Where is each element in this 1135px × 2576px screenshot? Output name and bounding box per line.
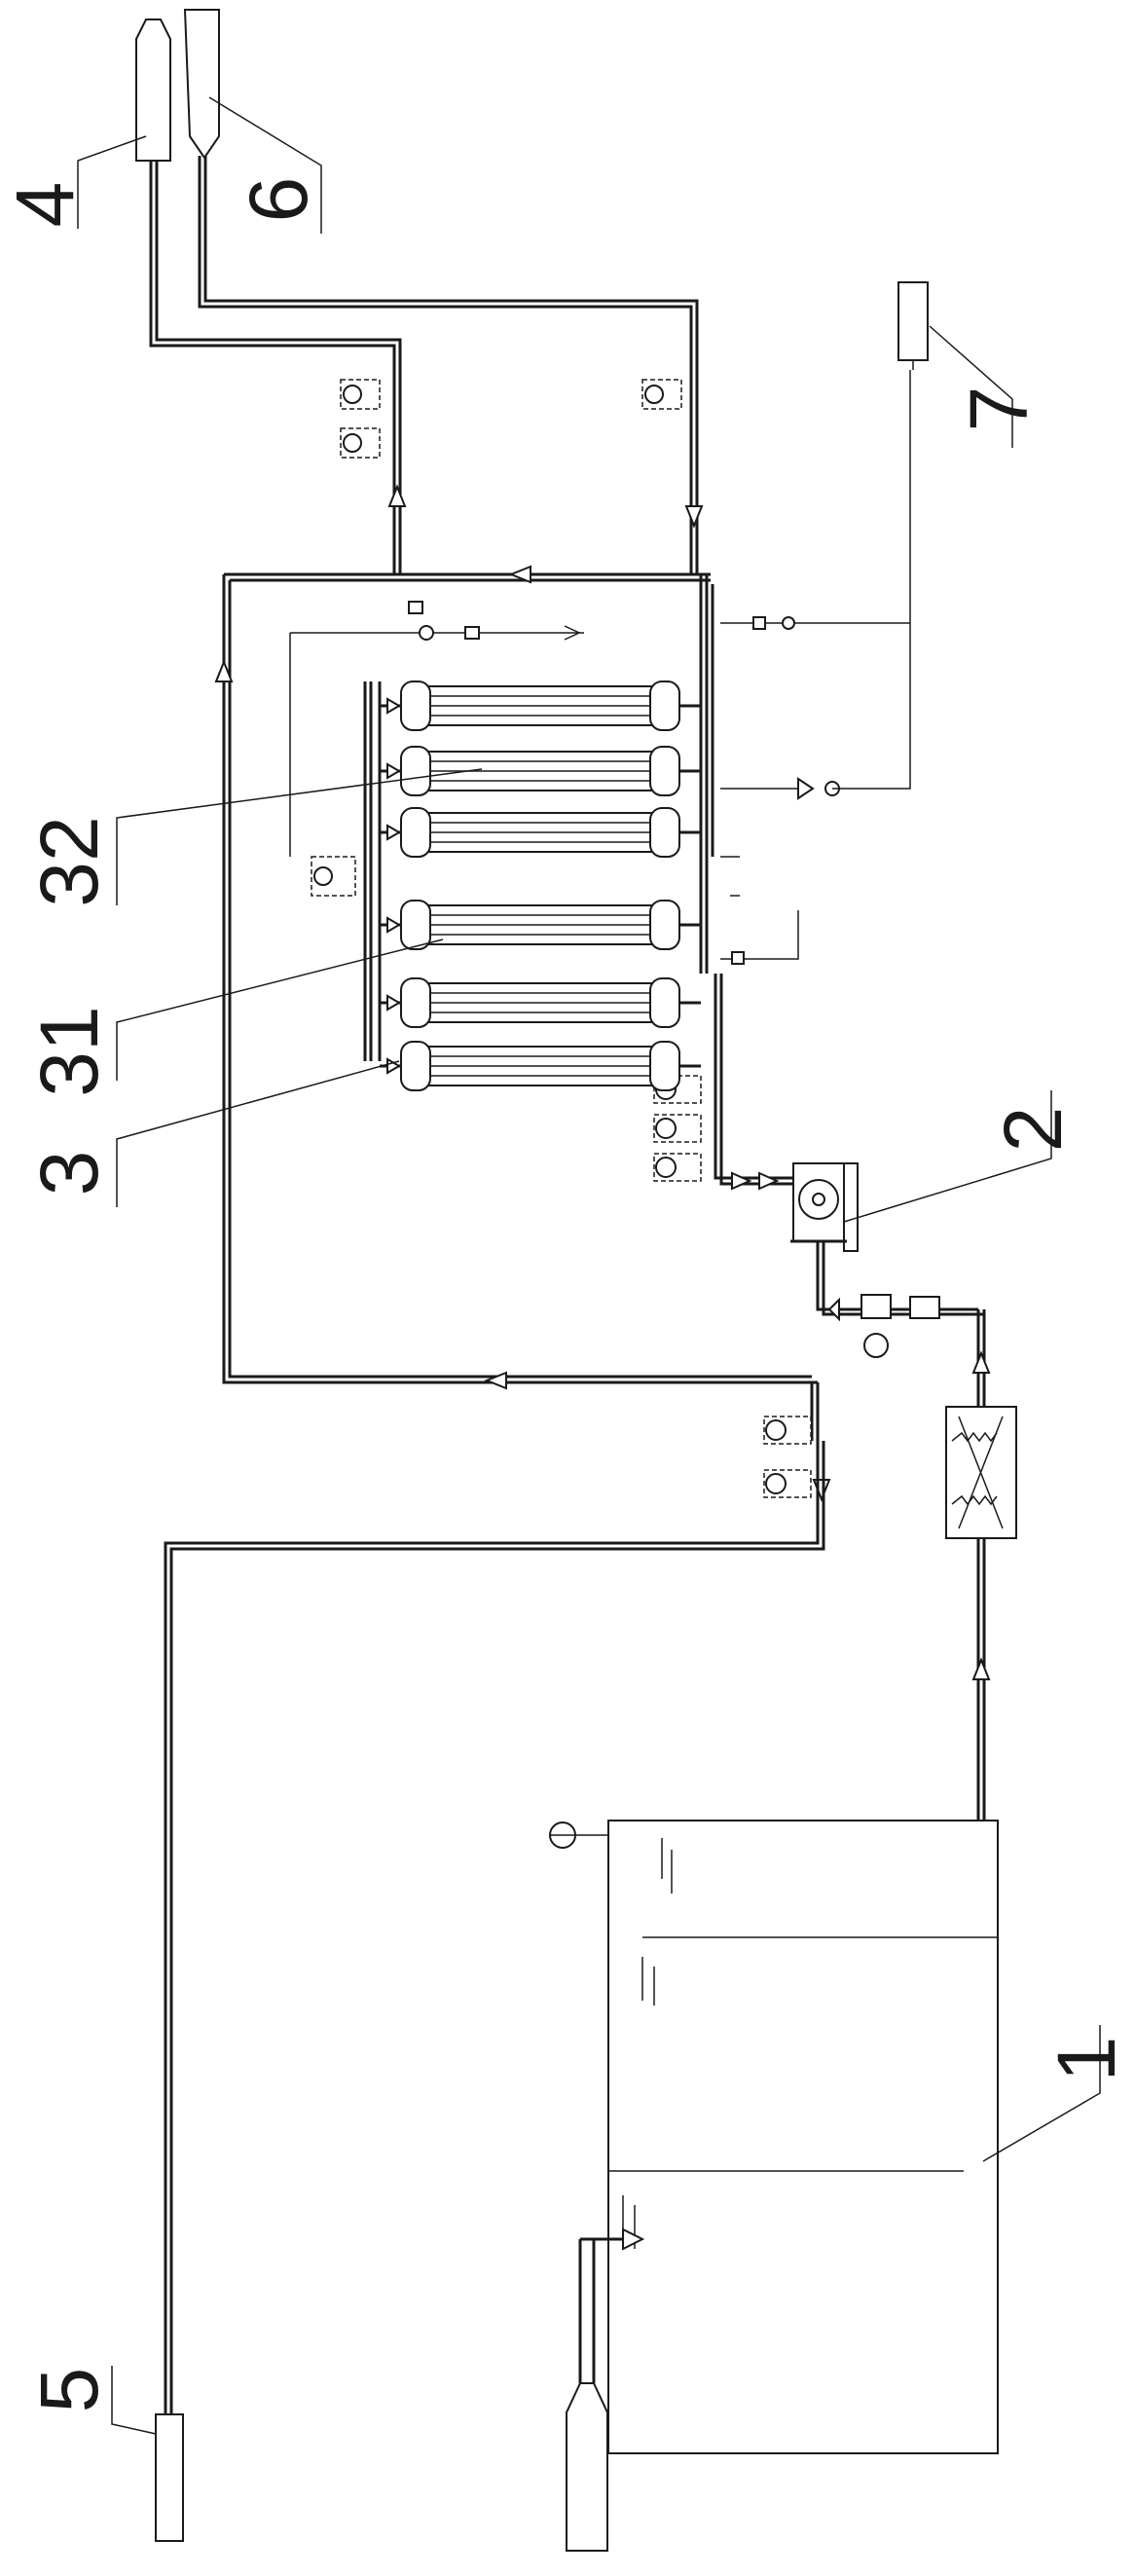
feed-line [816, 1241, 1017, 1821]
concentrate-line [155, 1416, 825, 2542]
membrane-modules [363, 574, 714, 1091]
leader-lines [77, 96, 1101, 2435]
feed-tank [549, 1820, 999, 2454]
label-32: 32 [23, 816, 115, 906]
label-31: 31 [23, 1006, 115, 1096]
label-2: 2 [987, 1107, 1079, 1153]
label-4: 4 [0, 182, 91, 228]
label-7: 7 [953, 386, 1044, 432]
label-1: 1 [1041, 2037, 1132, 2082]
label-5: 5 [23, 2368, 115, 2413]
label-6: 6 [233, 177, 324, 223]
pump [714, 974, 859, 1252]
permeate-lines [135, 9, 704, 574]
pump-instruments [653, 1075, 702, 1182]
inlet-vessel [566, 2227, 645, 2552]
label-3: 3 [23, 1151, 115, 1196]
vessel-7-line [808, 281, 929, 790]
